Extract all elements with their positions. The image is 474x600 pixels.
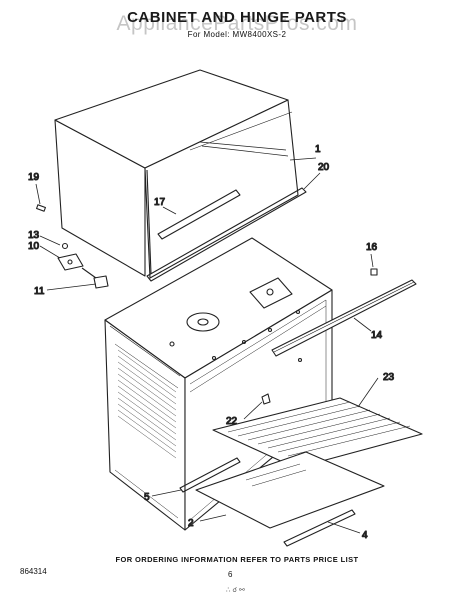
- callout-19: 19: [28, 172, 40, 183]
- oven-chassis: [104, 237, 333, 531]
- callout-22: 22: [226, 416, 238, 427]
- part-5-strip: [179, 457, 241, 493]
- callout-13: 13: [28, 230, 40, 241]
- callout-2: 2: [188, 518, 194, 529]
- cabinet-shell: [54, 69, 299, 279]
- catalog-code: 864314: [20, 567, 47, 576]
- part-16-screw: [370, 268, 378, 276]
- handwritten-mark: ∴ ☌ ⚯: [226, 587, 245, 594]
- watermark: AppliancePartsPros.com: [116, 12, 358, 35]
- part-23-rack: [212, 397, 423, 469]
- part-4-strip: [283, 509, 356, 547]
- callout-16: 16: [366, 242, 378, 253]
- page-number: 6: [228, 570, 233, 579]
- callout-11: 11: [34, 286, 45, 297]
- leader-lines: [35, 157, 379, 534]
- ordering-note: FOR ORDERING INFORMATION REFER TO PARTS …: [115, 555, 359, 564]
- callout-10: 10: [28, 241, 40, 252]
- callout-5: 5: [144, 492, 150, 503]
- part-19-screw: [36, 204, 46, 212]
- callout-20: 20: [318, 162, 330, 173]
- callout-4: 4: [362, 530, 368, 541]
- hinge-assembly: [57, 242, 109, 289]
- model-subtitle: For Model: MW8400XS-2: [187, 30, 287, 39]
- part-22-clip: [261, 393, 271, 405]
- part-2-glass-panel: [195, 451, 385, 529]
- callout-14: 14: [371, 330, 383, 341]
- part-20-trim-strip: [146, 187, 307, 282]
- part-17-trim-strip: [157, 189, 241, 240]
- part-14-door-rail: [271, 279, 417, 357]
- callout-17: 17: [154, 197, 166, 208]
- diagram-title: CABINET AND HINGE PARTS: [127, 9, 347, 26]
- callout-1: 1: [315, 144, 321, 155]
- callout-23: 23: [383, 372, 395, 383]
